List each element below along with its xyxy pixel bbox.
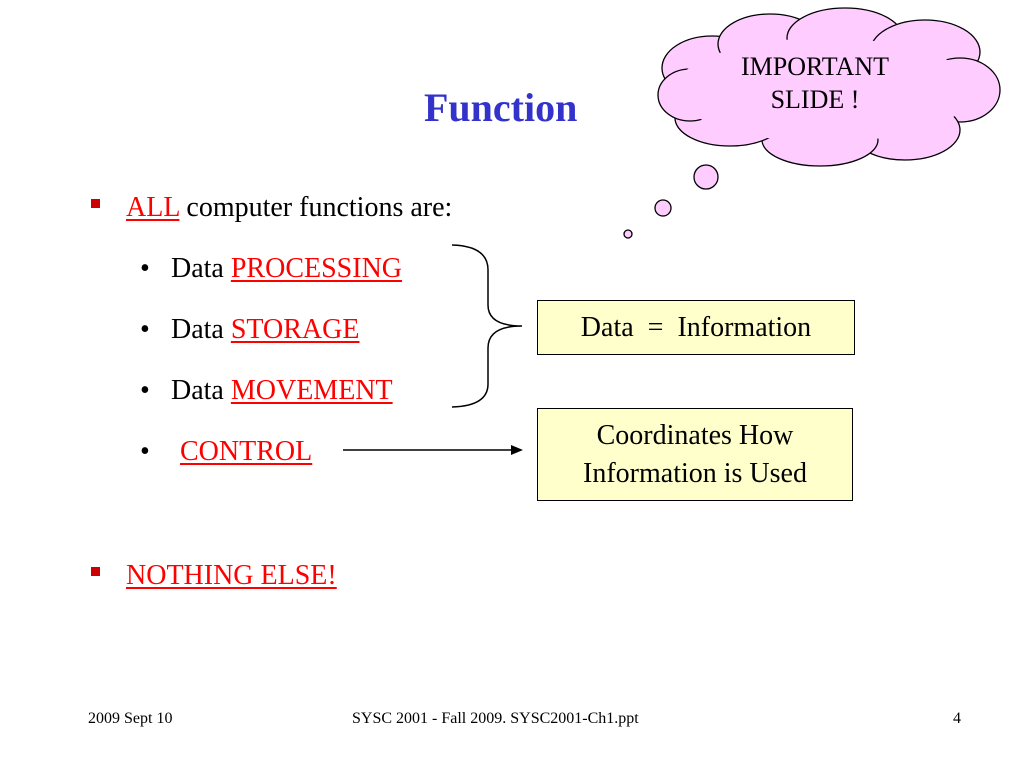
square-bullet-icon	[91, 199, 100, 208]
arrow-head-icon	[511, 445, 523, 455]
dot-bullet-icon: •	[140, 375, 150, 406]
thought-bubble-medium	[654, 199, 672, 217]
sub-item-movement: Data MOVEMENT	[171, 374, 393, 408]
slide-title: Function	[424, 85, 578, 130]
bullet-text: computer functions are:	[179, 192, 453, 223]
dot-bullet-icon: •	[140, 253, 150, 284]
sub-item-keyword: PROCESSING	[230, 253, 403, 284]
control-description-box: Coordinates How Information is Used	[537, 408, 853, 501]
thought-cloud	[657, 7, 1001, 167]
sub-item-processing: Data PROCESSING	[171, 252, 402, 286]
dot-bullet-icon: •	[140, 436, 150, 467]
sub-item-control: CONTROL	[180, 435, 312, 469]
slide-number: 4	[953, 710, 961, 727]
box-line-1: Coordinates How	[596, 420, 794, 451]
callout-line-2: SLIDE !	[770, 85, 860, 114]
sub-item-prefix: Data	[171, 253, 231, 284]
footer-course: SYSC 2001 - Fall 2009. SYSC2001-Ch1.ppt	[352, 710, 639, 727]
callout-line-1: IMPORTANT	[740, 52, 890, 81]
sub-item-keyword: CONTROL	[180, 436, 313, 467]
square-bullet-icon	[91, 567, 100, 576]
thought-bubble-large	[693, 164, 719, 190]
sub-item-prefix: Data	[171, 375, 231, 406]
right-brace	[451, 244, 523, 408]
footer-date: 2009 Sept 10	[88, 710, 173, 727]
thought-bubble-small	[623, 229, 633, 239]
data-information-box: Data = Information	[537, 300, 855, 355]
sub-item-storage: Data STORAGE	[171, 313, 359, 347]
sub-item-keyword: MOVEMENT	[230, 375, 393, 406]
emphasis-nothing-else: NOTHING ELSE!	[126, 560, 337, 591]
bullet-all-functions: ALL computer functions are:	[126, 191, 452, 225]
callout-text: IMPORTANT SLIDE !	[705, 50, 925, 116]
emphasis-all: ALL	[126, 192, 180, 223]
sub-item-keyword: STORAGE	[230, 314, 360, 345]
box-line-2: Information is Used	[583, 458, 807, 489]
bullet-nothing-else: NOTHING ELSE!	[126, 559, 337, 593]
dot-bullet-icon: •	[140, 314, 150, 345]
sub-item-prefix: Data	[171, 314, 231, 345]
